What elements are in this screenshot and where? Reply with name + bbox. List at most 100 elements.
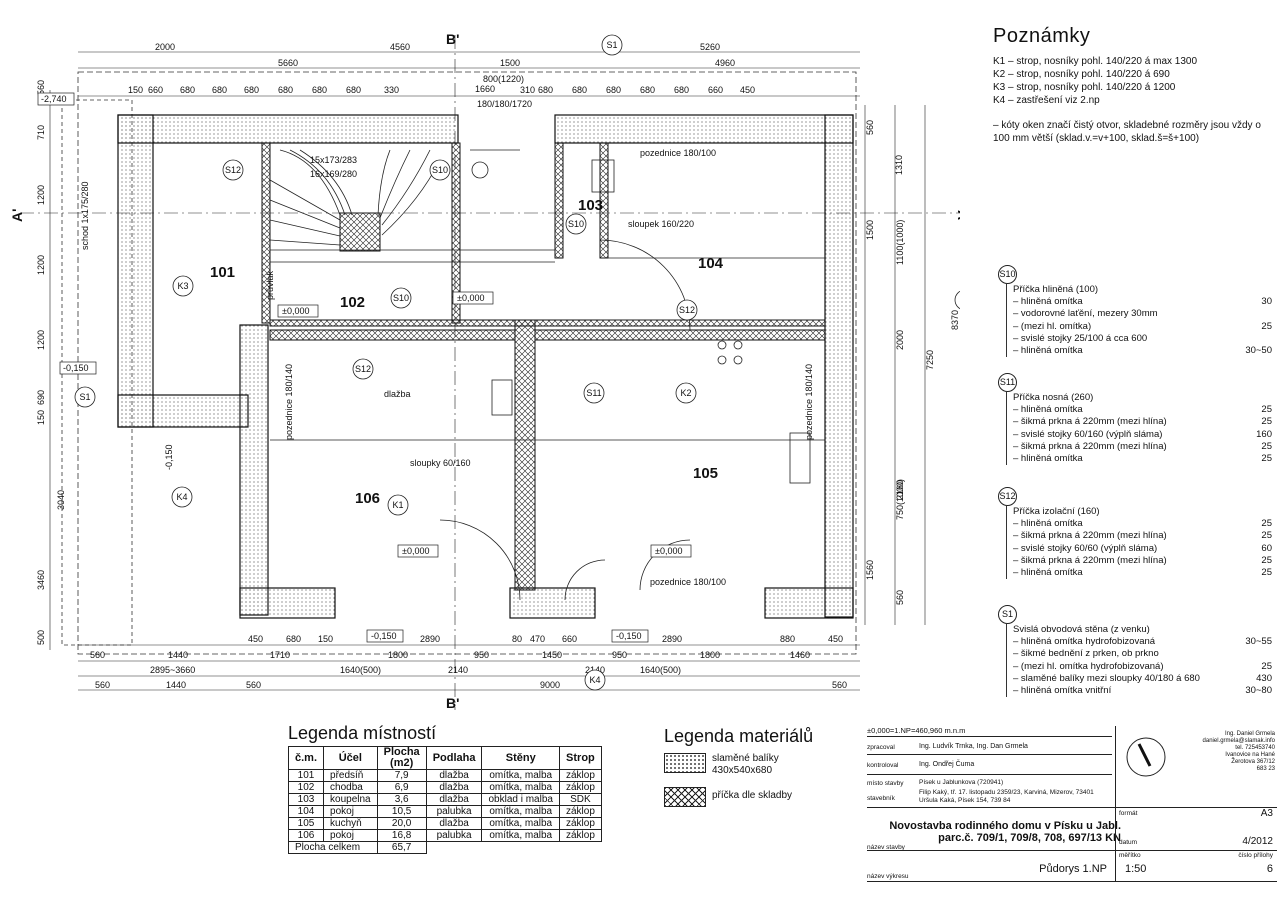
dim-text: 1710 <box>270 650 290 660</box>
dim-text: 1500 <box>865 220 875 240</box>
table-cell: 105 <box>287 817 325 830</box>
dim-text: 330 <box>384 85 399 95</box>
material-text: příčka dle skladby <box>712 790 793 801</box>
section-mark-a: A' <box>9 209 25 222</box>
wall-tag-circle <box>222 159 244 181</box>
table-cell: chodba <box>323 781 378 794</box>
dim-text: 80 <box>512 634 522 644</box>
tb-authors: Ing. Ludvík Trnka, Ing. Dan Grmela <box>919 743 1028 750</box>
dim-text: 750(1000) <box>895 479 905 520</box>
dim-text: 560 <box>95 680 110 690</box>
table-cell: omítka, malba <box>481 781 560 794</box>
beam-label: pozednice 180/140 <box>284 364 294 440</box>
dim-text: 1640(500) <box>340 665 381 675</box>
table-cell: 10,5 <box>376 805 427 818</box>
col-header: Podlaha <box>425 746 483 770</box>
dim-text: 5260 <box>700 42 720 52</box>
tb-date: 4/2012 <box>1242 836 1273 847</box>
table-cell: záklop <box>558 829 602 842</box>
dim-top-row1: 2000 4560 1500 5260 <box>155 42 720 68</box>
dim-text: 8370 <box>950 310 960 330</box>
dim-text: 680 <box>312 85 327 95</box>
dim-text: 1200 <box>36 185 46 205</box>
section-marks: A' A' B' B' <box>9 31 960 710</box>
dim-text: 2000 <box>155 42 175 52</box>
note-item: K4 – zastřešení viz 2.np <box>993 95 1100 106</box>
room-number: 106 <box>355 490 380 507</box>
wall-tag-text: S1 <box>959 295 960 305</box>
dim-text: 310 <box>520 85 535 95</box>
col-header: Stěny <box>481 746 560 770</box>
author-line: Ivanovice na Hané <box>1225 752 1275 758</box>
wall-tag-text: K1 <box>392 500 403 510</box>
column-label: sloupky 60/160 <box>410 458 471 468</box>
wall-tag: S1 <box>998 605 1017 624</box>
wall-type-tags: S1S1K4S1S10S10S10S11S12S12S12K1K2K3K4 <box>74 34 960 691</box>
dim-text: 560 <box>246 680 261 690</box>
table-cell: 6,9 <box>376 781 427 794</box>
dim-text: 680 <box>640 85 655 95</box>
table-cell: palubka <box>425 829 483 842</box>
dim-text: 4560 <box>390 42 410 52</box>
wall-tag-circle <box>584 669 606 691</box>
level-text: ±0,000 <box>457 293 484 303</box>
dim-text: 5660 <box>278 58 298 68</box>
tb-format: A3 <box>1260 808 1273 819</box>
dim-text: 1460 <box>790 650 810 660</box>
table-cell: omítka, malba <box>481 817 560 830</box>
table-cell: 20,0 <box>376 817 427 830</box>
terrace-outline <box>61 99 133 646</box>
table-cell: pokoj <box>323 805 378 818</box>
tb-label: název výkresu <box>867 873 909 880</box>
note-item: K3 – strop, nosníky pohl. 140/220 á 1200 <box>993 82 1176 93</box>
dim-text: 4960 <box>715 58 735 68</box>
note-item: K1 – strop, nosníky pohl. 140/220 á max … <box>993 56 1198 67</box>
tb-label: název stavby <box>867 844 905 851</box>
col-header: Strop <box>558 746 602 770</box>
wall-tag-circle <box>675 382 697 404</box>
dim-text: 3040 <box>56 490 66 510</box>
room-number: 103 <box>578 197 603 214</box>
straw-bale-swatch <box>664 753 706 773</box>
partition-swatch <box>664 787 706 807</box>
col-header: č.m. <box>287 746 325 770</box>
wall-spec-title: Příčka hliněná (100) <box>1013 284 1099 295</box>
dim-text: 680 <box>346 85 361 95</box>
room-legend: Legenda místností č.m. Účel Plocha (m2) … <box>287 723 602 854</box>
dim-text: 1640(500) <box>640 665 681 675</box>
table-cell: SDK <box>558 793 602 806</box>
wall-tag-text: S1 <box>79 392 90 402</box>
wall-tag-circle <box>429 159 451 181</box>
dim-text: 2890 <box>662 634 682 644</box>
dim-text: 1560 <box>865 560 875 580</box>
wall-tag-circle <box>583 382 605 404</box>
dim-text: 2890 <box>420 634 440 644</box>
dim-text: 950 <box>474 650 489 660</box>
tb-investor: Uršula Kaká, Písek 154, 739 84 <box>919 797 1011 804</box>
partitions <box>261 142 826 591</box>
level-text: -0,150 <box>63 363 89 373</box>
wall-tag-text: S1 <box>606 40 617 50</box>
dim-text: 1450 <box>542 650 562 660</box>
dim-text: 560 <box>36 80 46 95</box>
dim-text: 1100(1000) <box>895 220 905 265</box>
wall-tag-text: K4 <box>176 492 187 502</box>
dim-text: 680 <box>244 85 259 95</box>
author-line: 683 23 <box>1256 766 1275 772</box>
dim-text: 2000 <box>895 330 905 350</box>
